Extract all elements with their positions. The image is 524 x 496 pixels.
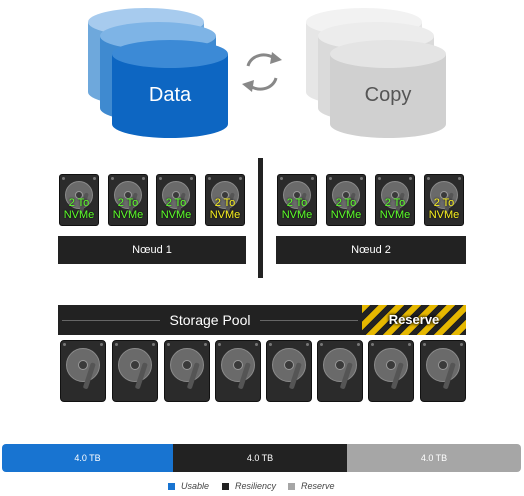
- usable-capacity-segment: 4.0 TB: [2, 444, 173, 472]
- nvme-disk: 2 To NVMe: [205, 174, 245, 226]
- nvme-disk: 2 To NVMe: [326, 174, 366, 226]
- volumes-diagram: [88, 8, 446, 138]
- nvme-disk: 2 To NVMe: [59, 174, 99, 226]
- storage-pool-bar: Storage Pool: [58, 305, 362, 335]
- legend-usable: Usable: [168, 481, 209, 491]
- pool-disk: [164, 340, 210, 402]
- data-volume-label: Data: [148, 84, 192, 106]
- pool-disk: [60, 340, 106, 402]
- reserve-capacity-segment: 4.0 TB: [347, 444, 521, 472]
- nvme-disk: 2 To NVMe: [375, 174, 415, 226]
- copy-volume-label: Copy: [364, 84, 412, 106]
- node-divider: [258, 158, 263, 278]
- nvme-disk: 2 To NVMe: [108, 174, 148, 226]
- pool-disk: [368, 340, 414, 402]
- pool-disk: [215, 340, 261, 402]
- resiliency-capacity-segment: 4.0 TB: [173, 444, 347, 472]
- pool-disk: [266, 340, 312, 402]
- legend-resiliency: Resiliency: [222, 481, 276, 491]
- pool-disk: [420, 340, 466, 402]
- copy-volume-icon: [306, 8, 446, 138]
- nvme-disk: 2 To NVMe: [277, 174, 317, 226]
- sync-arrows-icon: [242, 52, 282, 92]
- reserve-label: Reserve: [388, 312, 440, 327]
- nvme-disk: 2 To NVMe: [156, 174, 196, 226]
- data-volume-icon: [88, 8, 228, 138]
- node-1-label: Nœud 1: [58, 236, 246, 264]
- pool-disk: [317, 340, 363, 402]
- node-2-label: Nœud 2: [276, 236, 466, 264]
- legend-reserve: Reserve: [288, 481, 335, 491]
- reserve-bar: Reserve: [362, 305, 466, 335]
- pool-disk: [112, 340, 158, 402]
- storage-pool-label: Storage Pool: [169, 312, 251, 328]
- nvme-disk: 2 To NVMe: [424, 174, 464, 226]
